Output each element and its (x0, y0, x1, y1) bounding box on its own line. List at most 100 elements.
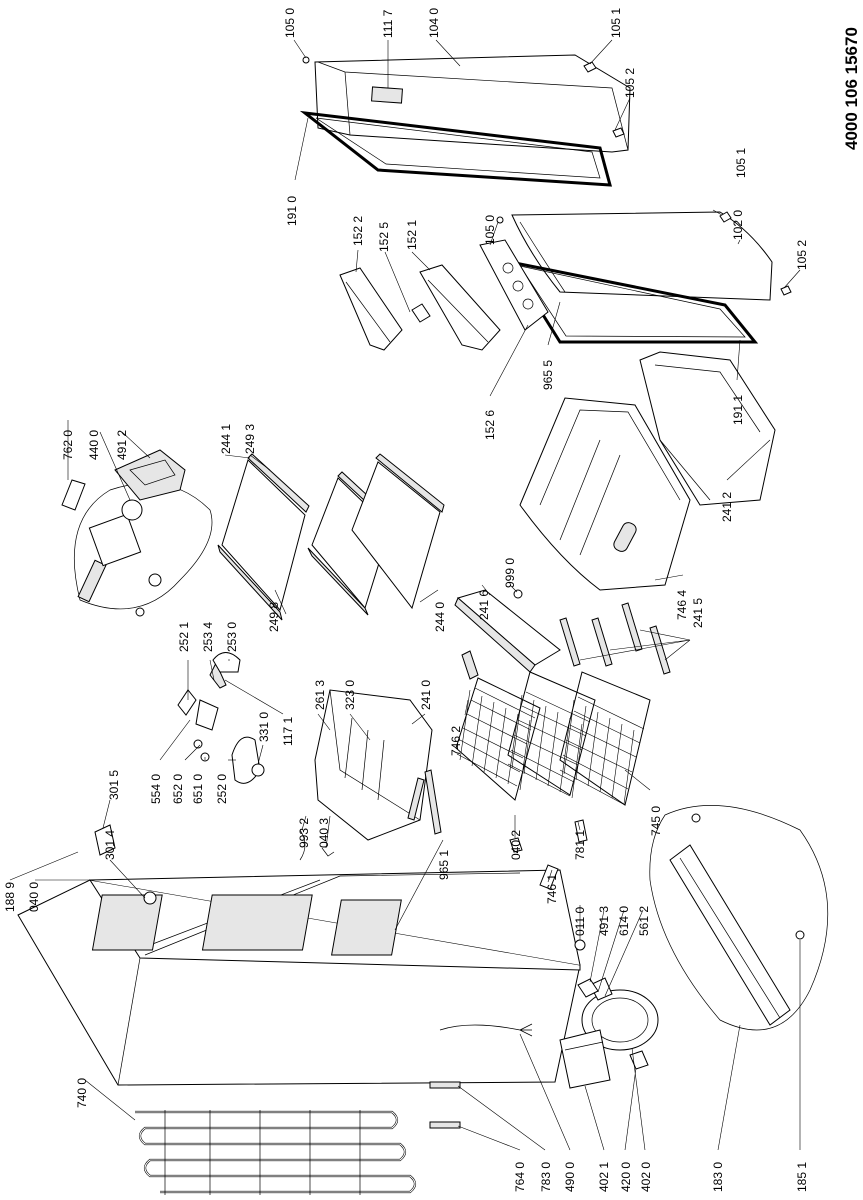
label-241-5: 241 5 (691, 598, 705, 628)
document-number: 4000 106 15670 (842, 27, 861, 150)
label-104-0: 104 0 (427, 8, 441, 38)
label-105-1-b: 105 1 (734, 148, 748, 178)
air-cover (114, 449, 186, 501)
egg-tray (411, 303, 431, 323)
label-252-0: 252 0 (215, 774, 229, 804)
label-440-0: 440 0 (87, 430, 101, 460)
upper-door-gasket (299, 110, 612, 187)
thermostat-group (177, 652, 265, 784)
label-188-9: 188 9 (3, 882, 17, 912)
label-244-0: 244 0 (433, 602, 447, 632)
label-011-0: 011 0 (573, 907, 587, 936)
hinge-bracket-top (143, 891, 157, 905)
cable-993 (299, 829, 306, 861)
power-cable (439, 1023, 533, 1037)
label-745-0: 745 0 (649, 806, 663, 836)
label-490-0: 490 0 (563, 1162, 577, 1192)
wire-rack-2 (507, 671, 596, 799)
label-781-1: 781 1 (573, 830, 587, 860)
filter-cartridge (61, 479, 86, 511)
bracket-491-3 (577, 978, 599, 998)
fan-assembly-group (61, 449, 213, 617)
foot-781-1 (574, 819, 588, 843)
label-040-2: 040 2 (509, 830, 523, 860)
rail-965 (424, 769, 442, 835)
label-244-1: 244 1 (219, 424, 233, 454)
label-301-5: 301 5 (107, 770, 121, 800)
label-105-0-b: 105 0 (483, 215, 497, 245)
label-191-1: 191 1 (731, 395, 745, 425)
hinge-301-5 (94, 824, 116, 856)
hinge-cap-lower-2 (780, 285, 792, 296)
label-331-0: 331 0 (257, 712, 271, 742)
label-783-0: 783 0 (539, 1162, 553, 1192)
crisper-drawer-large (519, 397, 691, 591)
electronic-box (559, 1029, 611, 1089)
label-252-1: 252 1 (177, 622, 191, 652)
label-152-6: 152 6 (483, 410, 497, 440)
label-152-2: 152 2 (351, 216, 365, 246)
label-249-3: 249 3 (243, 424, 257, 454)
label-249-8: 249 8 (267, 602, 281, 632)
hinge-pin-top (302, 56, 310, 64)
control-housing (231, 736, 261, 784)
clip-040-2 (509, 837, 523, 853)
label-261-3: 261 3 (313, 680, 327, 710)
label-111-7: 111 7 (381, 9, 395, 38)
hinge-cap-lower (719, 211, 732, 223)
label-999-0: 999 0 (503, 558, 517, 588)
spring (209, 661, 227, 689)
rack-clip (461, 650, 479, 680)
label-105-1-a: 105 1 (609, 8, 623, 38)
leader-lines (9, 39, 801, 1151)
label-040-3: 040 3 (317, 818, 331, 848)
label-651-0: 651 0 (191, 774, 205, 804)
hinge-cap-mid (612, 127, 625, 138)
door-balcony-1 (339, 267, 403, 351)
label-253-0: 253 0 (225, 622, 239, 652)
label-402-1: 402 1 (597, 1162, 611, 1192)
label-183-0: 183 0 (711, 1162, 725, 1192)
label-253-4: 253 4 (201, 622, 215, 652)
label-965-1: 965 1 (437, 850, 451, 880)
rack-supports (559, 602, 671, 675)
label-105-2-a: 105 2 (623, 68, 637, 98)
condenser-coil (135, 1110, 417, 1195)
door-balcony-2 (419, 264, 501, 351)
base-plate-group (649, 805, 829, 1031)
label-152-1: 152 1 (405, 220, 419, 250)
label-191-0: 191 0 (285, 196, 299, 226)
label-491-3: 491 3 (597, 906, 611, 936)
label-746-1: 746 1 (545, 874, 559, 904)
part-011 (574, 939, 586, 951)
door-balcony-3 (479, 239, 549, 331)
clip-040-3 (321, 847, 335, 857)
label-561-2: 561 2 (637, 906, 651, 936)
label-764-0: 764 0 (513, 1162, 527, 1192)
label-762-0: 762 0 (61, 430, 75, 460)
label-652-0: 652 0 (171, 774, 185, 804)
label-491-2: 491 2 (115, 430, 129, 460)
label-301-4: 301 4 (103, 830, 117, 860)
hinge-cap-top (583, 61, 597, 73)
pipe-783 (429, 1081, 461, 1089)
part-labels: 105 0 111 7 104 0 105 1 105 2 191 0 105 … (3, 8, 809, 1192)
label-241-0: 241 0 (419, 680, 433, 710)
label-746-4: 746 4 (675, 590, 689, 620)
vent-bar (407, 777, 425, 821)
label-102-0: 102 0 (731, 210, 745, 240)
wire-rack-1 (455, 677, 541, 801)
glass-shelf-3 (351, 453, 445, 610)
label-993-2: 993 2 (297, 818, 311, 848)
label-241-2: 241 2 (720, 492, 734, 522)
pipe-764 (429, 1121, 461, 1129)
label-614-0: 614 0 (617, 906, 631, 936)
label-402-0: 402 0 (639, 1162, 653, 1192)
label-105-0-a: 105 0 (283, 8, 297, 38)
label-740-0: 740 0 (75, 1078, 89, 1108)
label-241-6: 241 6 (477, 590, 491, 620)
label-965-5: 965 5 (541, 360, 555, 390)
label-105-2-b: 105 2 (795, 240, 809, 270)
label-040-0: 040 0 (27, 882, 41, 912)
